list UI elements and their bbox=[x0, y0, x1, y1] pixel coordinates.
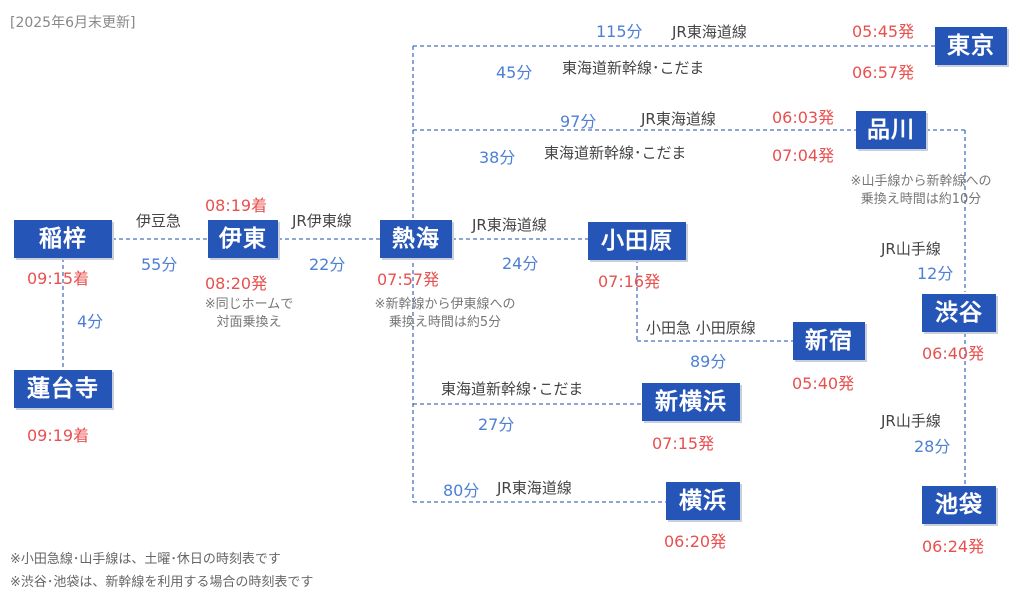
note-atami-line1: ※新幹線から伊東線への bbox=[374, 297, 516, 312]
time-shinagawa-dep-shinkansen: 07:04発 bbox=[772, 146, 835, 165]
min-shibuya-shinagawa: 12分 bbox=[917, 264, 954, 283]
min-atami-ito: 22分 bbox=[309, 255, 346, 274]
time-tokyo-dep-shinkansen: 06:57発 bbox=[852, 63, 915, 82]
time-shinagawa-dep-jr: 06:03発 bbox=[772, 108, 835, 127]
line-shinagawa-shinkansen: 東海道新幹線･こだま bbox=[544, 144, 687, 162]
footer-note-1: ※小田急線･山手線は、土曜･休日の時刻表です bbox=[10, 552, 281, 567]
line-atami-ito: JR伊東線 bbox=[292, 212, 352, 230]
update-date: [2025年6月末更新] bbox=[10, 15, 136, 31]
note-atami: ※新幹線から伊東線への 乗換え時間は約5分 bbox=[350, 296, 540, 332]
line-yokohama: JR東海道線 bbox=[497, 479, 572, 497]
time-tokyo-dep-jr: 05:45発 bbox=[852, 22, 915, 41]
line-tokyo-jr: JR東海道線 bbox=[672, 23, 747, 41]
min-odawara-atami: 24分 bbox=[502, 254, 539, 273]
min-inatori-rendaiji: 4分 bbox=[77, 312, 104, 331]
station-shibuya[interactable]: 渋谷 bbox=[922, 294, 996, 332]
station-tokyo[interactable]: 東京 bbox=[935, 27, 1007, 65]
station-inatori[interactable]: 稲梓 bbox=[14, 220, 112, 258]
min-tokyo-jr: 115分 bbox=[596, 22, 643, 41]
time-yokohama-dep: 06:20発 bbox=[664, 532, 727, 551]
footer-note-2: ※渋谷･池袋は、新幹線を利用する場合の時刻表です bbox=[10, 575, 314, 590]
time-ito-dep: 08:20発 bbox=[205, 274, 268, 293]
line-shinjuku-odawara: 小田急 小田原線 bbox=[646, 319, 756, 337]
station-shinyokohama[interactable]: 新横浜 bbox=[642, 383, 740, 421]
line-shinagawa-jr: JR東海道線 bbox=[641, 110, 716, 128]
line-shinyokohama: 東海道新幹線･こだま bbox=[441, 380, 584, 398]
station-atami[interactable]: 熱海 bbox=[380, 220, 452, 258]
min-shinyokohama: 27分 bbox=[478, 415, 515, 434]
min-shinagawa-jr: 97分 bbox=[560, 112, 597, 131]
station-rendaiji[interactable]: 蓮台寺 bbox=[14, 370, 112, 408]
line-ito-inatori: 伊豆急 bbox=[136, 212, 182, 230]
min-ito-inatori: 55分 bbox=[141, 255, 178, 274]
time-rendaiji-arr: 09:19着 bbox=[27, 426, 90, 445]
line-shibuya-shinagawa: JR山手線 bbox=[881, 240, 941, 258]
note-shinagawa-line2: 乗換え時間は約10分 bbox=[860, 192, 982, 207]
time-shibuya-dep: 06:40発 bbox=[922, 344, 985, 363]
line-tokyo-shinkansen: 東海道新幹線･こだま bbox=[562, 59, 705, 77]
min-tokyo-shinkansen: 45分 bbox=[496, 63, 533, 82]
time-inatori-arr: 09:15着 bbox=[27, 269, 90, 288]
note-shinagawa-line1: ※山手線から新幹線への bbox=[850, 174, 992, 189]
time-shinyokohama-dep: 07:15発 bbox=[652, 434, 715, 453]
station-shinagawa[interactable]: 品川 bbox=[856, 111, 926, 149]
time-ikebukuro-dep: 06:24発 bbox=[922, 537, 985, 556]
note-atami-line2: 乗換え時間は約5分 bbox=[388, 315, 502, 330]
time-ito-arr: 08:19着 bbox=[205, 196, 268, 215]
note-ito-line2: 対面乗換え bbox=[216, 315, 282, 330]
line-ikebukuro-shibuya: JR山手線 bbox=[881, 412, 941, 430]
min-shinagawa-shinkansen: 38分 bbox=[479, 148, 516, 167]
time-shinjuku-dep: 05:40発 bbox=[792, 374, 855, 393]
time-atami-dep: 07:57発 bbox=[377, 270, 440, 289]
min-shinjuku-odawara: 89分 bbox=[690, 352, 727, 371]
station-ito[interactable]: 伊東 bbox=[208, 220, 278, 258]
note-shinagawa: ※山手線から新幹線への 乗換え時間は約10分 bbox=[826, 173, 1016, 209]
station-ikebukuro[interactable]: 池袋 bbox=[922, 486, 996, 524]
min-ikebukuro-shibuya: 28分 bbox=[914, 437, 951, 456]
note-ito-line1: ※同じホームで bbox=[204, 297, 294, 312]
station-shinjuku[interactable]: 新宿 bbox=[793, 322, 865, 360]
station-odawara[interactable]: 小田原 bbox=[588, 222, 686, 260]
min-yokohama: 80分 bbox=[443, 481, 480, 500]
line-odawara-atami: JR東海道線 bbox=[472, 216, 547, 234]
station-yokohama[interactable]: 横浜 bbox=[666, 482, 740, 520]
note-ito: ※同じホームで 対面乗換え bbox=[184, 296, 314, 332]
time-odawara-dep: 07:16発 bbox=[598, 272, 661, 291]
